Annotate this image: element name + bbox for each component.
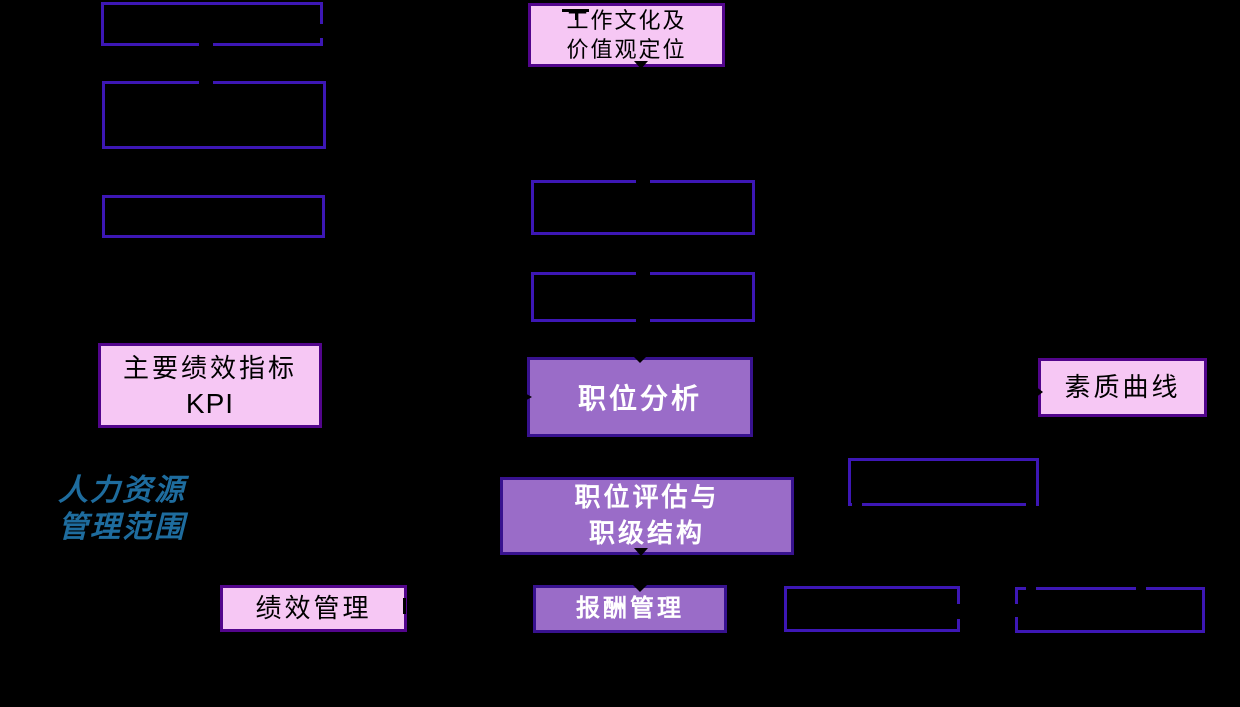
hr-scope-label: 人力资源 管理范围: [58, 472, 186, 546]
node-work-culture: 工作文化及 价值观定位: [528, 3, 725, 67]
node-empty-bottom-1: [784, 586, 960, 632]
border-gap: [319, 24, 325, 38]
node-quality-curve-label: 素质曲线: [1064, 372, 1181, 402]
arrow-down-into-job-analysis-icon: [631, 354, 649, 363]
node-job-analysis-label: 职位分析: [577, 384, 702, 415]
border-gap: [953, 604, 961, 619]
node-empty-middle-2: [531, 272, 755, 322]
node-job-evaluation-line1: 职位评估与: [574, 483, 720, 512]
node-work-culture-line1: 工作文化及: [566, 8, 687, 33]
node-compensation-mgmt-label: 报酬管理: [576, 596, 684, 622]
node-job-evaluation: 职位评估与 职级结构: [500, 477, 794, 555]
node-kpi: 主要绩效指标 KPI: [98, 343, 322, 428]
border-gap: [199, 79, 213, 85]
border-gap: [1014, 604, 1020, 617]
hr-scope-label-line2: 管理范围: [58, 511, 186, 544]
node-empty-bottom-2: [1015, 587, 1205, 633]
border-gap: [636, 270, 650, 276]
border-gap: [636, 317, 650, 323]
node-performance-mgmt: 绩效管理: [220, 585, 407, 632]
node-compensation-mgmt: 报酬管理: [533, 585, 727, 633]
connector-line-in-work-culture-icon: [575, 9, 578, 20]
arrow-right-into-quality-curve-icon: [1035, 386, 1043, 398]
node-quality-curve: 素质曲线: [1038, 358, 1207, 417]
hr-scope-label-line1: 人力资源: [58, 474, 186, 507]
connector-stub-below-job-evaluation-icon: [634, 548, 648, 556]
node-empty-top-left-1: [101, 2, 323, 46]
node-kpi-line1: 主要绩效指标: [122, 353, 297, 383]
node-work-culture-line2: 价值观定位: [566, 37, 687, 62]
node-kpi-line2: KPI: [185, 387, 235, 419]
node-job-analysis: 职位分析: [527, 357, 753, 437]
node-empty-top-left-2: [102, 81, 326, 149]
connector-line-in-performance-icon: [403, 598, 406, 614]
border-gap: [1026, 501, 1036, 507]
node-empty-right: [848, 458, 1039, 506]
arrow-right-into-job-analysis-icon: [519, 390, 532, 404]
node-empty-top-left-3: [102, 195, 325, 238]
arrow-down-into-compensation-icon: [631, 583, 649, 592]
border-gap: [1136, 585, 1146, 591]
node-empty-middle-1: [531, 180, 755, 235]
border-gap: [852, 501, 862, 507]
border-gap: [199, 42, 213, 48]
node-job-evaluation-line2: 职级结构: [588, 519, 705, 548]
border-gap: [1026, 585, 1036, 591]
border-gap: [636, 178, 650, 184]
node-performance-mgmt-label: 绩效管理: [255, 593, 372, 623]
connector-stub-below-work-culture-icon: [634, 61, 648, 69]
